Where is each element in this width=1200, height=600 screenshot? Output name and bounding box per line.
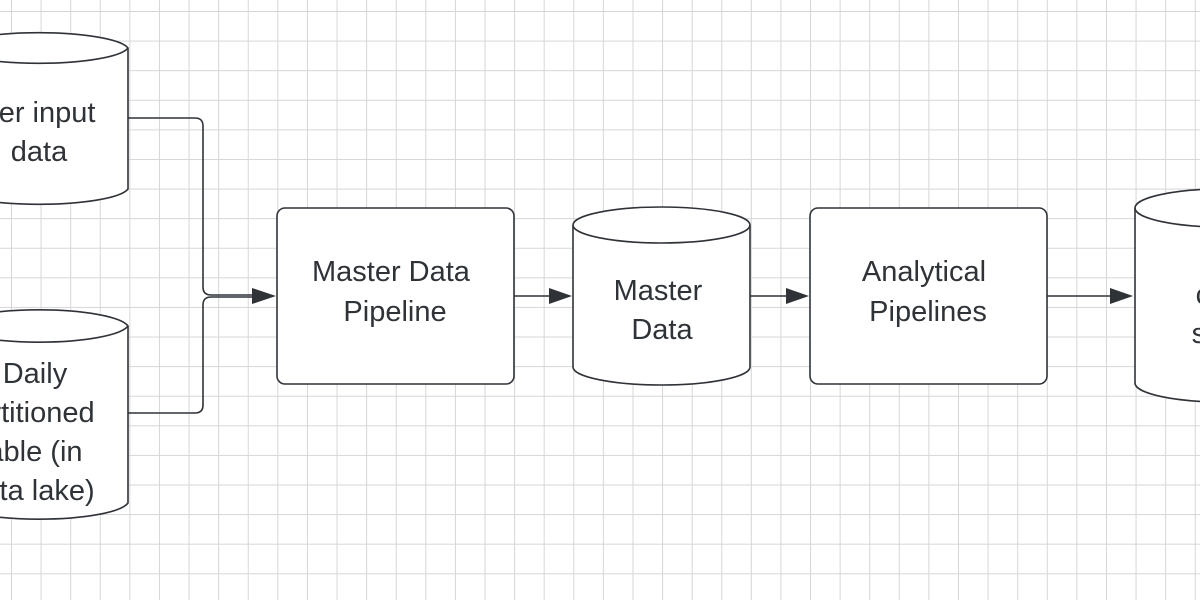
- node-analytical-pipelines[interactable]: Analytical Pipelines: [809, 207, 1048, 385]
- arrowhead-analytical-pipelines: [786, 288, 809, 304]
- node-label: ther input data: [0, 97, 103, 168]
- cylinder-shape: [572, 206, 751, 386]
- node-label: Daily artitioned able (in ata lake): [0, 358, 103, 507]
- arrowhead-olap-cube: [1110, 288, 1133, 304]
- arrowhead-master-pipeline: [252, 288, 276, 304]
- cylinder-rim: [572, 224, 751, 244]
- node-master-data-pipeline[interactable]: Master Data Pipeline: [276, 207, 515, 385]
- connectors: [128, 117, 1133, 414]
- cylinder-rim: [0, 325, 129, 343]
- node-other-input-data[interactable]: ther input data: [0, 31, 129, 206]
- edge-other-input-to-master-pipeline[interactable]: [128, 117, 255, 296]
- node-label: O cub som like: [1192, 240, 1200, 389]
- node-label: Master Data Pipeline: [312, 256, 478, 328]
- node-olap-cube[interactable]: O cub som like: [1134, 188, 1200, 403]
- arrowhead-master-data: [549, 288, 572, 304]
- cylinder-shape: [0, 31, 129, 206]
- process-box: [276, 207, 515, 385]
- cylinder-shape: [1134, 188, 1200, 403]
- node-daily-partitioned-table[interactable]: Daily artitioned able (in ata lake): [0, 309, 129, 520]
- node-label: Master Data: [614, 275, 711, 346]
- cylinder-rim: [0, 47, 129, 65]
- cylinder-rim: [1134, 207, 1200, 228]
- cylinder-shape: [0, 309, 129, 520]
- process-box: [809, 207, 1048, 385]
- node-master-data[interactable]: Master Data: [572, 206, 751, 386]
- edge-daily-table-to-master-pipeline[interactable]: [128, 296, 255, 414]
- node-label: Analytical Pipelines: [862, 256, 994, 328]
